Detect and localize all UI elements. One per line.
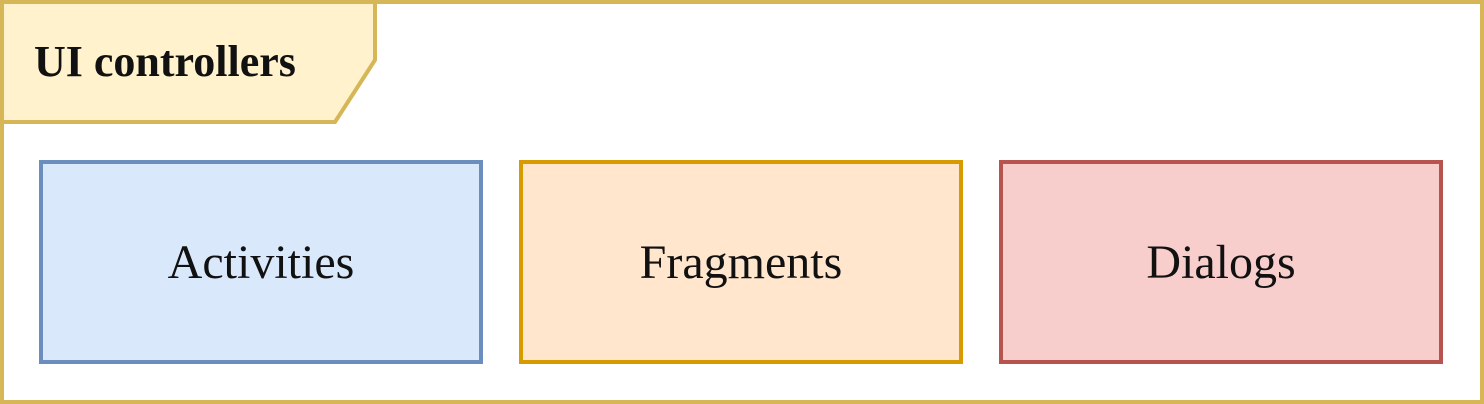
- dialogs-box: Dialogs: [999, 160, 1443, 364]
- group-title: UI controllers: [34, 37, 296, 86]
- title-tab-shape: [0, 0, 377, 124]
- fragments-box: Fragments: [519, 160, 963, 364]
- dialogs-label: Dialogs: [1146, 235, 1296, 289]
- fragments-label: Fragments: [639, 235, 843, 289]
- activities-box: Activities: [39, 160, 483, 364]
- activities-label: Activities: [167, 235, 355, 289]
- group-title-tab: UI controllers: [0, 0, 378, 125]
